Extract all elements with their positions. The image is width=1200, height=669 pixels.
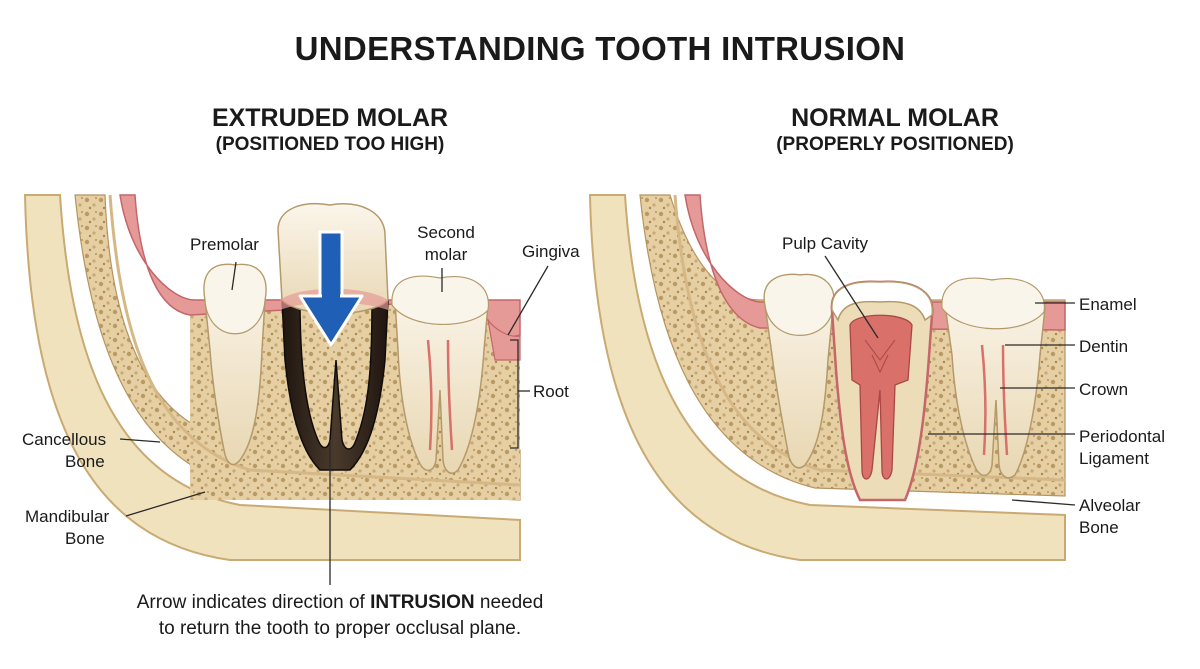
label-periodontal-line1: Periodontal	[1079, 427, 1165, 446]
left-panel-title: EXTRUDED MOLAR	[211, 104, 449, 132]
right-jaw	[588, 194, 1066, 561]
label-pulp-cavity: Pulp Cavity	[782, 234, 868, 253]
label-mandibular-line1: Mandibular	[25, 507, 109, 526]
right-normal-molar	[830, 280, 934, 502]
page-title: UNDERSTANDING TOOTH INTRUSION	[294, 30, 906, 67]
label-premolar: Premolar	[190, 235, 259, 254]
caption-emphasis: INTRUSION	[370, 592, 475, 613]
label-mandibular-line2: Bone	[65, 529, 105, 548]
label-enamel: Enamel	[1079, 295, 1137, 314]
caption-line2: to return the tooth to proper occlusal p…	[158, 618, 522, 639]
right-panel-heading: NORMAL MOLAR (PROPERLY POSITIONED)	[665, 103, 1125, 157]
intrusion-caption: Arrow indicates direction of INTRUSION n…	[60, 590, 620, 642]
label-cancellous-line1: Cancellous	[22, 430, 106, 449]
label-cancellous-line2: Bone	[65, 452, 105, 471]
label-root: Root	[533, 382, 569, 401]
label-alveolar-line1: Alveolar	[1079, 496, 1141, 515]
root-bracket	[510, 339, 519, 449]
left-premolar-tooth	[203, 263, 267, 466]
label-alveolar-line2: Bone	[1079, 518, 1119, 537]
right-panel-title: NORMAL MOLAR	[791, 104, 999, 132]
right-second-molar-tooth	[941, 277, 1046, 479]
label-periodontal-line2: Ligament	[1079, 449, 1149, 468]
right-premolar-tooth	[763, 273, 835, 469]
right-panel-subtitle: (PROPERLY POSITIONED)	[776, 134, 1014, 155]
right-mandibular-bone	[588, 194, 1066, 561]
intrusion-arrow-icon	[298, 230, 364, 347]
label-second-molar-line2: molar	[425, 245, 468, 264]
left-second-molar-tooth	[391, 275, 490, 474]
label-gingiva: Gingiva	[522, 242, 580, 261]
label-second-molar-line1: Second	[417, 223, 475, 242]
left-panel-subtitle: (POSITIONED TOO HIGH)	[215, 134, 445, 155]
left-jaw	[23, 194, 521, 561]
label-crown: Crown	[1079, 380, 1128, 399]
left-panel-heading: EXTRUDED MOLAR (POSITIONED TOO HIGH)	[100, 103, 560, 157]
caption-text-before: Arrow indicates direction of	[136, 592, 371, 613]
label-dentin: Dentin	[1079, 337, 1128, 356]
left-mandibular-bone	[23, 194, 521, 561]
caption-text-after: needed	[474, 592, 544, 613]
